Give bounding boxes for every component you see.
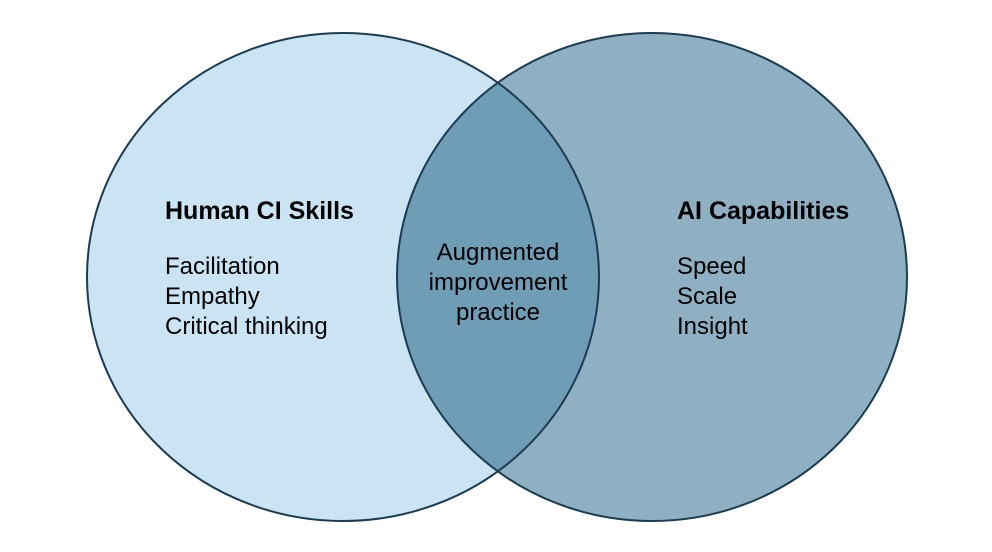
overlap-label: Augmented improvement practice (398, 238, 598, 328)
left-circle-items: Facilitation Empathy Critical thinking (165, 252, 328, 342)
list-item: Facilitation (165, 253, 280, 280)
overlap-label-line: improvement (428, 269, 568, 296)
right-circle-items: Speed Scale Insight (677, 252, 748, 342)
right-circle-title: AI Capabilities (677, 197, 850, 225)
list-item: Empathy (165, 283, 260, 310)
overlap-label-line: practice (455, 299, 541, 326)
list-item: Critical thinking (165, 313, 328, 340)
left-circle-outline (86, 32, 600, 522)
list-item: Scale (677, 283, 738, 310)
left-circle-title: Human CI Skills (165, 197, 354, 225)
list-item: Insight (677, 313, 748, 340)
overlap-lens (397, 33, 599, 521)
overlap-label-line: Augmented (436, 239, 560, 266)
right-circle-outline (396, 32, 908, 522)
list-item: Speed (677, 253, 747, 280)
